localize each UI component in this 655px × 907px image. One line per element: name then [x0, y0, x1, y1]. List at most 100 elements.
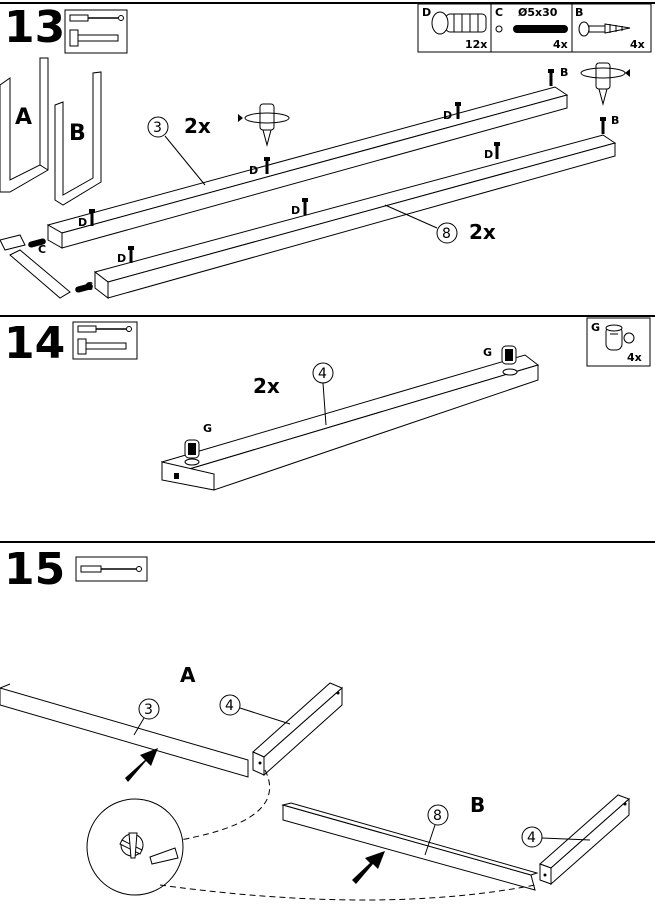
callout-3: 3 — [144, 702, 153, 718]
loose-piece — [0, 234, 71, 299]
part-c-spec: Ø5x30 — [518, 6, 558, 19]
frame-a — [0, 57, 49, 193]
leader-line — [384, 204, 438, 229]
screw-icon — [578, 21, 631, 37]
frame-b — [54, 71, 102, 206]
tool-box — [64, 9, 128, 54]
label-d: D — [291, 204, 300, 217]
part-c-count: 4x — [553, 38, 568, 51]
dowel-end-icon — [495, 25, 503, 33]
hole — [184, 458, 200, 466]
callout-circle — [147, 116, 169, 138]
callout-circle — [436, 222, 458, 244]
callout-4: 4 — [225, 698, 234, 714]
screwdriver-icon — [69, 14, 124, 22]
multiplier: 2x — [253, 374, 280, 398]
part-d-letter: D — [422, 6, 431, 19]
dowel-fitting-icon — [431, 11, 487, 35]
callout-circle — [427, 804, 449, 826]
label-d: D — [117, 252, 126, 265]
screwdriver-rotate-icon — [238, 103, 290, 147]
callout-circle — [521, 826, 543, 848]
cam-lock-detail-icon — [119, 832, 179, 865]
dowel-icon — [513, 25, 568, 33]
end-rail-4 — [539, 794, 630, 886]
end-rail-4 — [252, 682, 343, 777]
rail-4 — [160, 354, 540, 491]
cam-lock-icon — [605, 324, 635, 351]
hole — [543, 873, 547, 877]
hole — [174, 473, 179, 479]
screw-b — [546, 67, 556, 88]
callout-circle — [138, 698, 160, 720]
step-15: 15 A 3 4 — [0, 541, 655, 901]
detail-leader — [179, 769, 270, 841]
step-14: 14 G 4x — [0, 315, 655, 491]
hammer-icon — [69, 29, 119, 47]
part-g-letter: G — [591, 321, 600, 334]
callout-8: 8 — [442, 226, 451, 242]
label-d: D — [78, 216, 87, 229]
hammer-icon — [77, 338, 127, 355]
screw-b — [598, 115, 608, 136]
part-b-letter: B — [575, 6, 583, 19]
step-number: 15 — [4, 544, 65, 595]
hole — [623, 802, 627, 806]
screwdriver-icon — [80, 565, 142, 573]
rail-8 — [93, 134, 617, 300]
step-number: 14 — [4, 318, 65, 369]
part-g-count: 4x — [627, 351, 642, 364]
assembly-a-label: A — [180, 663, 196, 687]
label-c: C — [38, 243, 46, 256]
label-d: D — [443, 109, 452, 122]
arrow-icon — [125, 748, 158, 782]
part-c-letter: C — [495, 6, 503, 19]
hole — [258, 761, 262, 765]
callout-8: 8 — [433, 808, 442, 824]
leader-line — [239, 707, 291, 725]
parts-box: D 12x C Ø5x30 4x B — [417, 3, 652, 53]
rail-8 — [281, 802, 539, 891]
part-d-count: 12x — [465, 38, 487, 51]
label-d: D — [484, 148, 493, 161]
leader-line — [133, 717, 145, 736]
label-g: G — [483, 346, 492, 359]
callout-4: 4 — [527, 830, 536, 846]
rail-3 — [46, 86, 569, 249]
cam-lock-g — [501, 345, 517, 365]
leader-line — [322, 382, 327, 426]
label-c: C — [85, 280, 93, 293]
screwdriver-rotate-icon — [580, 62, 630, 106]
multiplier-bottom: 2x — [469, 220, 496, 244]
parts-box: G 4x — [586, 317, 651, 367]
label-d: D — [249, 164, 258, 177]
dowel-c — [28, 238, 46, 248]
leader-line — [541, 837, 591, 841]
callout-3: 3 — [153, 120, 162, 136]
leader-line — [164, 135, 206, 186]
frame-b-label: B — [69, 121, 86, 146]
tool-box — [75, 556, 148, 582]
label-b: B — [560, 66, 568, 79]
hole — [502, 368, 518, 376]
cam-lock-g — [184, 439, 200, 459]
assembly-b-label: B — [470, 793, 485, 817]
leader-line — [424, 824, 436, 856]
dowel-c — [75, 283, 93, 293]
step-number: 13 — [4, 2, 65, 53]
arrow-icon — [352, 851, 385, 884]
label-g: G — [203, 422, 212, 435]
callout-circle — [219, 694, 241, 716]
multiplier-top: 2x — [184, 114, 211, 138]
screwdriver-icon — [77, 325, 132, 333]
label-b: B — [611, 114, 619, 127]
frame-a-label: A — [15, 105, 32, 130]
tool-box — [72, 321, 138, 360]
hole — [336, 691, 340, 695]
step-13: 13 D — [0, 2, 655, 300]
detail-leader — [159, 884, 536, 901]
callout-4: 4 — [318, 366, 327, 382]
rail-3 — [0, 683, 249, 778]
part-b-count: 4x — [630, 38, 645, 51]
